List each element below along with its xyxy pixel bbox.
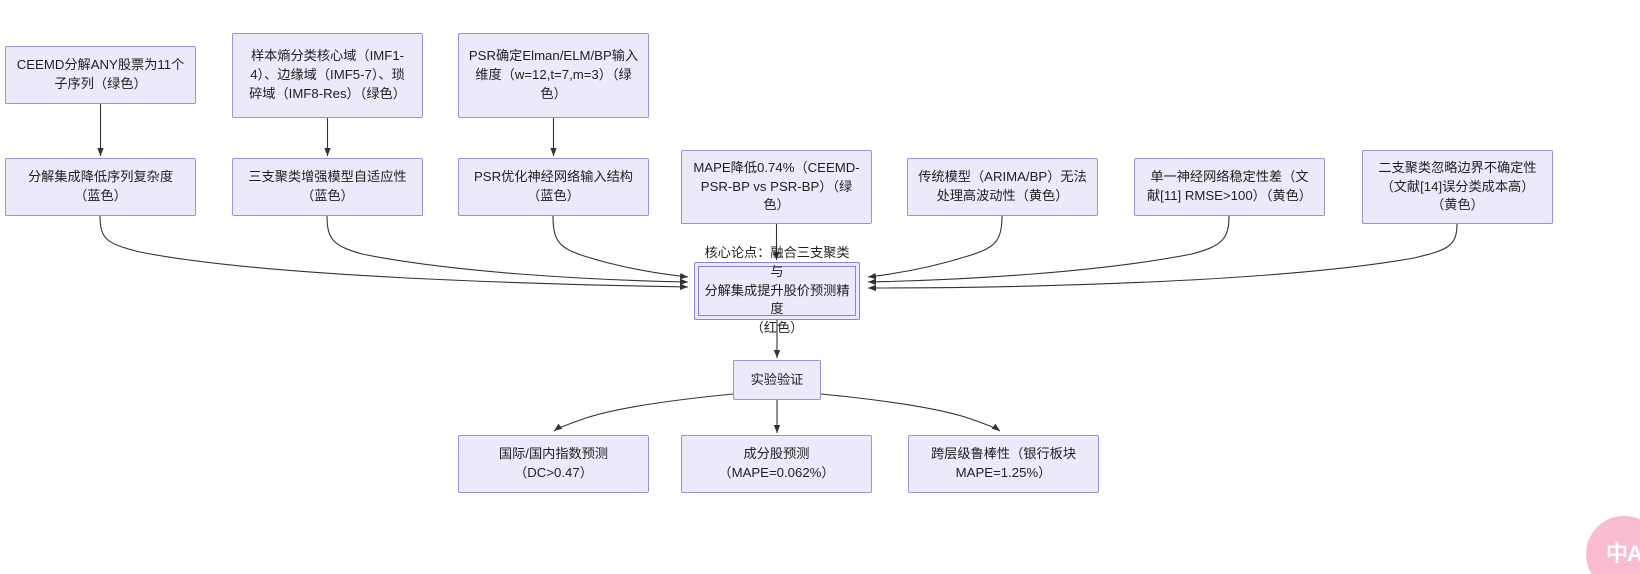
edge-validation-to-robustness [820, 393, 1001, 432]
psr-optimize-structure-node[interactable]: PSR优化神经网络输入结构 （蓝色） [458, 158, 649, 216]
edge-traditional-to-core [867, 215, 1003, 280]
node-label: 实验验证 [750, 371, 804, 387]
edge-validation-to-index [553, 393, 734, 432]
node-label: 传统模型（ARIMA/BP）无法 处理高波动性（黄色） [918, 169, 1087, 203]
node-label: 样本熵分类核心域（IMF1- 4）、边缘域（IMF5-7）、琐 碎域（IMF8-… [249, 48, 406, 101]
node-label: CEEMD分解ANY股票为11个 子序列（绿色） [16, 57, 185, 91]
edge-instability-to-core [867, 215, 1230, 286]
node-label: 三支聚类增强模型自适应性 （蓝色） [248, 169, 407, 203]
node-label: 单一神经网络稳定性差（文 献[11] RMSE>100）（黄色） [1146, 169, 1312, 203]
edge-complexity-to-core [99, 215, 689, 291]
ceemd-decompose-node[interactable]: CEEMD分解ANY股票为11个 子序列（绿色） [5, 46, 196, 104]
watermark-label: 中A [1606, 541, 1640, 566]
node-label: PSR优化神经网络输入结构 （蓝色） [474, 169, 633, 203]
node-label: 跨层级鲁棒性（银行板块 MAPE=1.25%） [930, 446, 1077, 480]
edge-clustering-to-core [326, 215, 689, 286]
node-label: 国际/国内指数预测 （DC>0.47） [498, 446, 609, 480]
node-label: MAPE降低0.74%（CEEMD- PSR-BP vs PSR-BP）（绿 色… [693, 159, 860, 213]
psr-input-dimension-node[interactable]: PSR确定Elman/ELM/BP输入 维度（w=12,t=7,m=3）（绿 色… [458, 33, 649, 118]
two-way-clustering-boundary-node[interactable]: 二支聚类忽略边界不确定性 （文献[14]误分类成本高） （黄色） [1362, 150, 1553, 224]
sample-entropy-node[interactable]: 样本熵分类核心域（IMF1- 4）、边缘域（IMF5-7）、琐 碎域（IMF8-… [232, 33, 423, 118]
node-label: 二支聚类忽略边界不确定性 （文献[14]误分类成本高） （黄色） [1378, 159, 1537, 213]
node-label: 核心论点：融合三支聚类与 分解集成提升股价预测精度 （红色） [704, 245, 850, 336]
constituent-stock-forecast-node[interactable]: 成分股预测 （MAPE=0.062%） [681, 435, 872, 493]
traditional-model-limitation-node[interactable]: 传统模型（ARIMA/BP）无法 处理高波动性（黄色） [907, 158, 1098, 216]
decomposition-complexity-node[interactable]: 分解集成降低序列复杂度 （蓝色） [5, 158, 196, 216]
node-label: 分解集成降低序列复杂度 （蓝色） [27, 169, 174, 203]
edge-boundary-to-core [867, 223, 1458, 292]
edge-structure-to-core [552, 215, 689, 280]
single-network-instability-node[interactable]: 单一神经网络稳定性差（文 献[11] RMSE>100）（黄色） [1134, 158, 1325, 216]
index-forecast-node[interactable]: 国际/国内指数预测 （DC>0.47） [458, 435, 649, 493]
cross-layer-robustness-node[interactable]: 跨层级鲁棒性（银行板块 MAPE=1.25%） [908, 435, 1099, 493]
node-label: PSR确定Elman/ELM/BP输入 维度（w=12,t=7,m=3）（绿 色… [468, 48, 639, 101]
mape-reduction-node[interactable]: MAPE降低0.74%（CEEMD- PSR-BP vs PSR-BP）（绿 色… [681, 150, 872, 224]
node-label: 成分股预测 （MAPE=0.062%） [718, 446, 835, 480]
three-way-clustering-adaptive-node[interactable]: 三支聚类增强模型自适应性 （蓝色） [232, 158, 423, 216]
watermark-badge: 中A [1586, 516, 1640, 574]
core-thesis-node[interactable]: 核心论点：融合三支聚类与 分解集成提升股价预测精度 （红色） [694, 245, 860, 335]
experimental-validation-node[interactable]: 实验验证 [733, 360, 821, 400]
